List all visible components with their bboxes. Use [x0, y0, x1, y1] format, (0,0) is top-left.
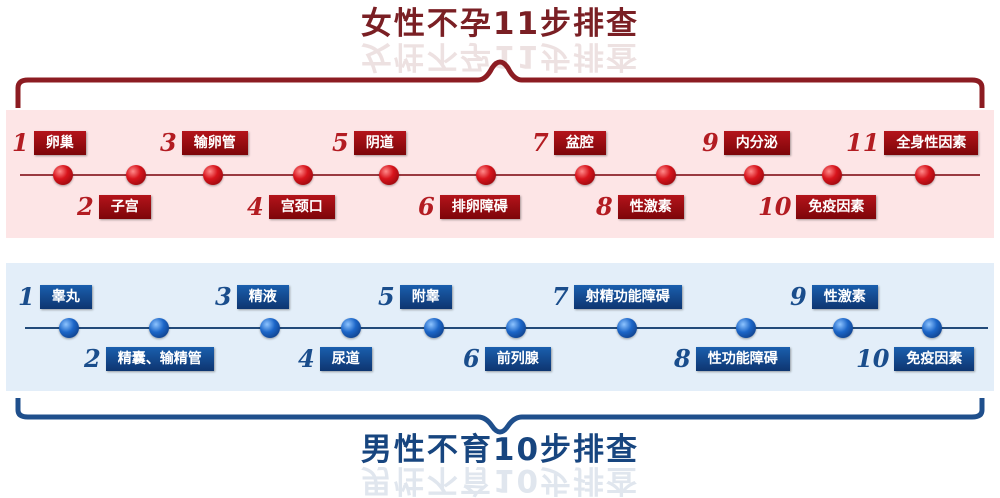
male-step-10: 10 免疫因素 [856, 344, 975, 373]
step-label: 卵巢 [33, 131, 86, 155]
step-number: 10 [758, 192, 792, 221]
female-step-1: 1 卵巢 [12, 130, 86, 156]
step-label: 前列腺 [484, 347, 551, 371]
step-number: 7 [532, 128, 549, 157]
female-dot-3 [203, 165, 223, 185]
male-dot-3 [260, 318, 280, 338]
step-label: 性功能障碍 [695, 347, 790, 371]
step-number: 5 [378, 282, 395, 311]
male-dot-5 [424, 318, 444, 338]
infertility-check-diagram: 女性不孕11步排查 女性不孕11步排查 1 卵巢 2 子宫 3 输卵管 4 宫颈… [6, 6, 994, 498]
step-number: 6 [463, 344, 480, 373]
female-timeline-line [20, 174, 980, 176]
step-label: 免疫因素 [894, 347, 975, 371]
step-label: 盆腔 [553, 131, 606, 155]
male-step-8: 8 性功能障碍 [674, 346, 790, 372]
male-step-9: 9 性激素 [790, 284, 878, 310]
step-number: 8 [596, 192, 613, 221]
female-dot-5 [379, 165, 399, 185]
male-step-5: 5 附睾 [378, 284, 452, 310]
step-label: 射精功能障碍 [573, 285, 682, 309]
step-number: 8 [674, 344, 691, 373]
male-step-1: 1 睾丸 [18, 284, 92, 310]
step-label: 宫颈口 [268, 195, 335, 219]
male-dot-2 [149, 318, 169, 338]
male-dot-1 [59, 318, 79, 338]
female-step-2: 2 子宫 [77, 194, 151, 220]
female-dot-7 [575, 165, 595, 185]
step-label: 阴道 [353, 131, 406, 155]
step-label: 尿道 [319, 347, 372, 371]
step-label: 全身性因素 [884, 131, 979, 155]
female-dot-10 [822, 165, 842, 185]
step-number: 11 [846, 128, 880, 157]
female-step-4: 4 宫颈口 [247, 194, 335, 220]
step-number: 9 [702, 128, 719, 157]
female-step-3: 3 输卵管 [160, 130, 248, 156]
step-number: 9 [790, 282, 807, 311]
step-number: 3 [215, 282, 232, 311]
female-dot-6 [476, 165, 496, 185]
male-dot-10 [922, 318, 942, 338]
female-dot-1 [53, 165, 73, 185]
female-step-5: 5 阴道 [332, 130, 406, 156]
male-title-reflection: 男性不育10步排查 [360, 462, 640, 498]
female-step-7: 7 盆腔 [532, 130, 606, 156]
step-number: 1 [12, 128, 29, 157]
male-step-2: 2 精囊、输精管 [84, 346, 214, 372]
female-dot-2 [126, 165, 146, 185]
step-label: 排卵障碍 [439, 195, 520, 219]
male-title: 男性不育10步排查 [360, 432, 640, 468]
step-number: 4 [247, 192, 264, 221]
female-dot-9 [744, 165, 764, 185]
step-number: 3 [160, 128, 177, 157]
step-number: 2 [77, 192, 94, 221]
step-number: 6 [418, 192, 435, 221]
female-brace [15, 59, 985, 108]
female-step-9: 9 内分泌 [702, 130, 790, 156]
step-number: 1 [18, 282, 35, 311]
female-title: 女性不孕11步排查 [360, 6, 640, 42]
step-label: 附睾 [399, 285, 452, 309]
female-step-11: 11 全身性因素 [846, 128, 979, 157]
male-step-3: 3 精液 [215, 284, 289, 310]
step-number: 4 [298, 344, 315, 373]
male-step-6: 6 前列腺 [463, 346, 551, 372]
step-label: 睾丸 [39, 285, 92, 309]
step-number: 2 [84, 344, 101, 373]
male-dot-4 [341, 318, 361, 338]
female-dot-11 [915, 165, 935, 185]
step-number: 5 [332, 128, 349, 157]
female-step-6: 6 排卵障碍 [418, 194, 520, 220]
female-step-10: 10 免疫因素 [758, 192, 877, 221]
male-step-7: 7 射精功能障碍 [552, 284, 682, 310]
step-label: 子宫 [98, 195, 151, 219]
step-label: 性激素 [811, 285, 878, 309]
step-label: 内分泌 [723, 131, 790, 155]
step-label: 精囊、输精管 [105, 347, 214, 371]
step-number: 10 [856, 344, 890, 373]
step-label: 输卵管 [181, 131, 248, 155]
male-step-4: 4 尿道 [298, 346, 372, 372]
male-dot-7 [617, 318, 637, 338]
male-dot-8 [736, 318, 756, 338]
step-label: 免疫因素 [796, 195, 877, 219]
female-dot-8 [656, 165, 676, 185]
step-label: 精液 [236, 285, 289, 309]
male-dot-6 [506, 318, 526, 338]
male-dot-9 [833, 318, 853, 338]
female-step-8: 8 性激素 [596, 194, 684, 220]
step-number: 7 [552, 282, 569, 311]
female-dot-4 [293, 165, 313, 185]
step-label: 性激素 [617, 195, 684, 219]
